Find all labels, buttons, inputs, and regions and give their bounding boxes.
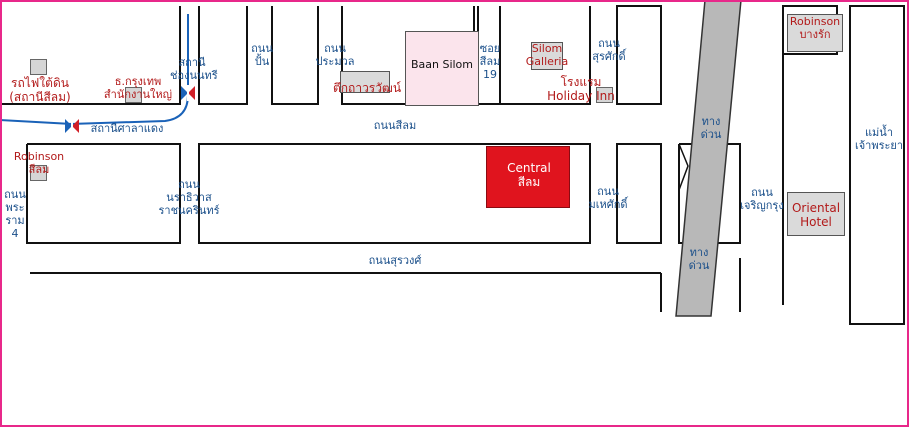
place-label-tawana: ตึกถาวรวัฒน์ [333, 81, 402, 95]
block-top-far-left [2, 6, 181, 105]
road-label-charoen-krung: ถนน เจริญกรุง [740, 186, 784, 212]
road-label-mahesak: ถนน มเหศักดิ์ [588, 185, 628, 211]
mrt-line [2, 119, 73, 125]
expressway-junction [678, 143, 689, 191]
baan-silom-building [405, 31, 479, 106]
road-label-surasak: ถนน สุรศักดิ์ [592, 37, 626, 63]
robinson-bangrak-building [787, 14, 843, 52]
block-top-galleria [499, 6, 591, 105]
road-label-expressway-bottom: ทาง ด่วน [688, 246, 710, 272]
bts-station-icon [65, 118, 79, 134]
bts-station-icon [181, 85, 195, 101]
silom-galleria-building [531, 42, 563, 70]
place-label-bts-chong-nonsi: สถานี ช่องนนทรี [170, 56, 218, 82]
road-label-soi-silom-19: ซอย สีลม 19 [479, 42, 501, 81]
block-narathiwas-mahesak [198, 143, 591, 244]
central-silom-building [486, 146, 570, 208]
place-label-robinson-silom: Robinson สีลม [13, 150, 65, 176]
place-marker-icon [30, 165, 47, 181]
block-top-chongnonsi [198, 6, 248, 105]
place-label-robinson-bangrak: Robinson บางรัก [789, 15, 841, 41]
road-label-expressway-top: ทาง ด่วน [700, 115, 722, 141]
tawana-building [340, 71, 390, 93]
road-label-surawong: ถนนสุรวงศ์ [368, 254, 422, 267]
block-mahesak-east [616, 143, 662, 244]
block-top-pan [271, 6, 319, 105]
place-label-bangkok-bank: ธ.กรุงเทพ สำนักงานใหญ่ [103, 75, 173, 101]
expressway [675, 2, 742, 317]
place-label-river: แม่น้ำ เจ้าพระยา [854, 126, 904, 152]
place-label-mrt-silom: รถไฟใต้ดิน (สถานีสีลม) [9, 76, 71, 104]
road-label-narathiwas: ถนน นราธิวาส ราชนครินทร์ [158, 178, 220, 217]
place-marker-icon [596, 87, 613, 103]
place-label-central-silom: Central สีลม [507, 161, 551, 189]
place-label-bts-sala-daeng: สถานีศาลาแดง [90, 122, 164, 135]
place-label-baan-silom: Baan Silom [410, 58, 474, 71]
block-robinson-silom [26, 143, 181, 244]
road-label-silom: ถนนสีลม [373, 119, 417, 132]
road-label-pramuan: ถนน ประมวล [315, 42, 355, 68]
oriental-hotel-building [787, 192, 845, 236]
place-label-oriental-hotel: Oriental Hotel [791, 201, 841, 229]
block-top-surasak [616, 5, 662, 105]
place-label-holiday-inn: โรงแรม Holiday Inn [547, 75, 615, 103]
road-label-pan: ถนน ปั้น [251, 42, 273, 68]
place-marker-icon [30, 59, 47, 75]
place-marker-icon [125, 87, 142, 103]
road-label-rama4: ถนน พระ ราม 4 [4, 188, 26, 240]
block-river-bank [849, 5, 905, 325]
place-label-silom-galleria: Silom Galleria [525, 42, 569, 68]
